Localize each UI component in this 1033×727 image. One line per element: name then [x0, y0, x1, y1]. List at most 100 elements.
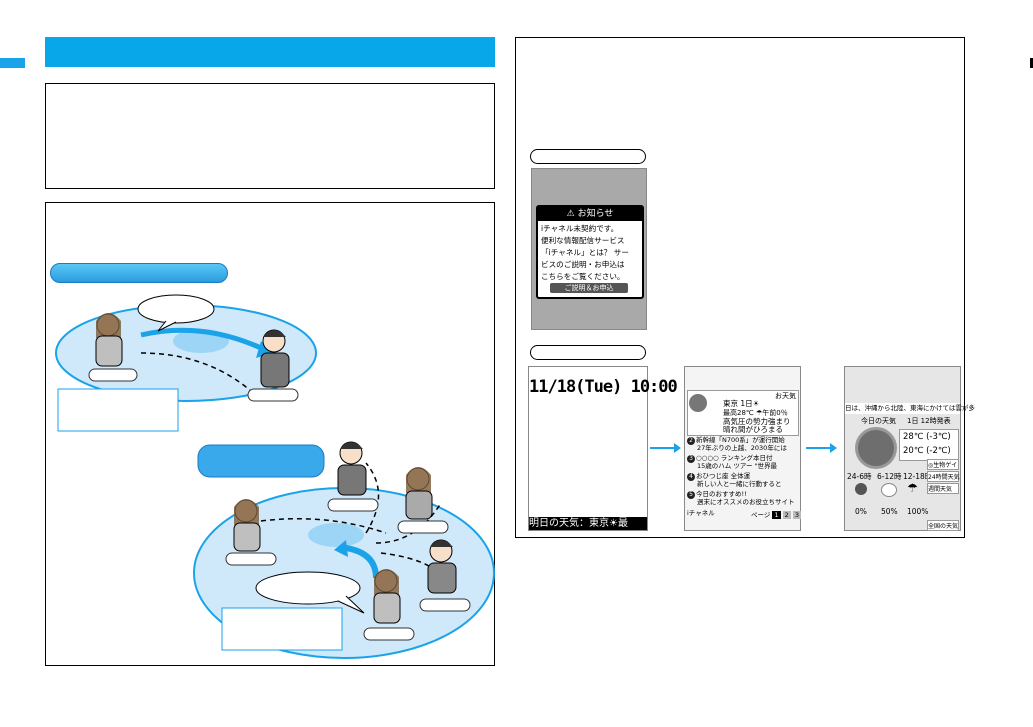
lower-arrow-head: [334, 540, 348, 557]
notice-line-2: 便利な情報配信サービス: [541, 236, 625, 245]
channel-list-screen: お天気 東京 1日☀ 最高28℃ ☂午前0％ 高気圧の勢力強まり 晴れ間がひろま…: [684, 366, 802, 531]
lower-name-pill-3: [397, 520, 449, 534]
item1-line1: 東京 1日☀: [723, 399, 760, 408]
item1-line3: 高気圧の勢力強まり: [723, 417, 791, 426]
temp-panel: 28℃ (-3℃) 20℃ (-2℃): [899, 429, 959, 461]
lower-name-pill-4: [419, 598, 471, 612]
sun-icon: [689, 394, 707, 412]
temp-low: 20℃ (-2℃): [903, 446, 951, 456]
notice-dialog: ⚠ お知らせ iチャネル未契約です。 便利な情報配信サービス 「iチャネル」とは…: [536, 205, 644, 299]
item2-number: 2: [687, 437, 695, 445]
lower-dashed-path-1: [260, 518, 387, 534]
lower-signal-halo: [308, 523, 364, 547]
notice-screen: ⚠ お知らせ iチャネル未契約です。 便利な情報配信サービス 「iチャネル」とは…: [531, 168, 647, 330]
cloud-icon: [881, 483, 897, 497]
moon-icon: [855, 483, 867, 495]
diagram-box: [45, 202, 495, 666]
upper-receiver-name-pill: [247, 388, 299, 402]
upper-speech-tail: [157, 320, 177, 332]
flow-arrow-2: [806, 443, 837, 453]
lower-person-2: [337, 441, 367, 496]
warning-icon: ⚠: [566, 209, 575, 219]
side-menu-2[interactable]: 24時間天気: [927, 471, 960, 482]
page-1-button[interactable]: 1: [772, 511, 781, 519]
intro-box: [45, 83, 495, 189]
chapter-tab: [0, 58, 25, 68]
standby-clock: 11/18(Tue) 10:00: [529, 377, 678, 397]
page-3-button[interactable]: 3: [792, 511, 802, 519]
side-menu-4[interactable]: 全国の天気: [927, 520, 959, 531]
flow-arrow-1: [650, 443, 681, 453]
pct-3: 100%: [907, 507, 929, 516]
example-pill-2: [530, 345, 646, 360]
item1-line4: 晴れ間がひろまる: [723, 425, 783, 434]
item4-number: 4: [687, 473, 695, 481]
lower-person-4: [427, 539, 457, 594]
item1-line2: 最高28℃ ☂午前0％: [723, 409, 788, 417]
temp-high: 28℃ (-3℃): [903, 432, 951, 442]
standby-ticker[interactable]: 明日の天気：東京☀最: [529, 517, 647, 530]
notice-title-text: お知らせ: [577, 209, 614, 219]
side-menu-3[interactable]: 週間天気: [927, 483, 959, 494]
example-pill-1: [530, 149, 646, 164]
upper-speech-bubble: [137, 294, 215, 324]
pct-1: 0%: [855, 507, 867, 516]
notice-body: iチャネル未契約です。 便利な情報配信サービス 「iチャネル」とは？ サー ビス…: [538, 221, 642, 285]
notice-line-1: iチャネル未契約です。: [541, 224, 619, 233]
pct-2: 50%: [881, 507, 898, 516]
lower-dashed-path-2: [365, 462, 380, 534]
item5-number: 5: [687, 491, 695, 499]
chapter-tab-right: [1030, 58, 1033, 68]
lower-sender-name-pill: [225, 552, 277, 566]
item5-line2: 週末にオススメのお役立ちサイト: [697, 498, 795, 506]
umbrella-icon: ☂: [907, 481, 918, 495]
item2-line2: 27年ぶりの上越、2030年には: [697, 444, 787, 452]
lower-person-3: [405, 467, 433, 520]
upper-sender-person: [95, 313, 123, 367]
signup-button-label: ご説明＆お申込: [564, 284, 614, 292]
item3-number: 3: [687, 455, 695, 463]
diagram-illustration: [55, 294, 495, 659]
upper-scene-pill: [50, 263, 228, 283]
weather-banner: 日は、沖縄から北陸、東海にかけては雲が多: [845, 403, 975, 414]
lower-name-pill-2: [327, 498, 379, 512]
notice-line-5: こちらをご覧ください。: [541, 272, 625, 281]
upper-label-box: [57, 388, 179, 432]
lower-sender-person: [233, 499, 261, 552]
channel-footer-label: iチャネル: [687, 509, 715, 517]
sun-icon-large: [855, 427, 897, 469]
lower-send-arrow: [345, 545, 379, 579]
side-menu-1[interactable]: ◎生物ゲイ: [927, 459, 959, 470]
notice-line-3: 「iチャネル」とは？ サー: [541, 248, 629, 257]
upper-sender-name-pill: [88, 368, 138, 382]
slot-3: 12-18時: [903, 472, 933, 481]
lower-group-pill: [197, 444, 325, 478]
weather-today-label: 今日の天気: [861, 417, 896, 425]
channel-header: お天気: [775, 392, 796, 400]
page-indicator: ページ 1 2 3: [751, 511, 802, 519]
channel-item-3[interactable]: 3○○○○ ランキング本日付: [687, 454, 797, 463]
lower-label-box: [221, 607, 343, 651]
page-2-button[interactable]: 2: [782, 511, 791, 519]
item4-line2: 新しい人と一緒に行動すると: [697, 480, 782, 488]
slot-2: 6-12時: [877, 472, 902, 481]
standby-screen: 11/18(Tue) 10:00 明日の天気：東京☀最: [528, 366, 678, 531]
upper-receiver-person: [260, 329, 290, 388]
item3-line2: 15歳のハム ツアー "世界最: [697, 462, 778, 470]
lower-speech-tail: [337, 595, 365, 614]
lower-name-pill-5: [363, 627, 415, 641]
weather-screen: 日は、沖縄から北陸、東海にかけては雲が多 今日の天気 1日 12時発表 28℃ …: [844, 366, 975, 531]
notice-title: ⚠ お知らせ: [538, 207, 642, 221]
signup-button[interactable]: ご説明＆お申込: [550, 283, 628, 293]
weather-date-label: 1日 12時発表: [907, 417, 951, 425]
upper-send-arrow: [140, 327, 263, 351]
section-header-bar: [45, 37, 495, 67]
slot-1: 24-6時: [847, 472, 872, 481]
lower-speech-bubble: [255, 571, 361, 605]
weather-side-menu: ◎生物ゲイ 24時間天気 週間天気 全国の天気: [927, 459, 960, 531]
lower-person-5: [373, 569, 401, 624]
channel-item-1[interactable]: [687, 390, 799, 436]
